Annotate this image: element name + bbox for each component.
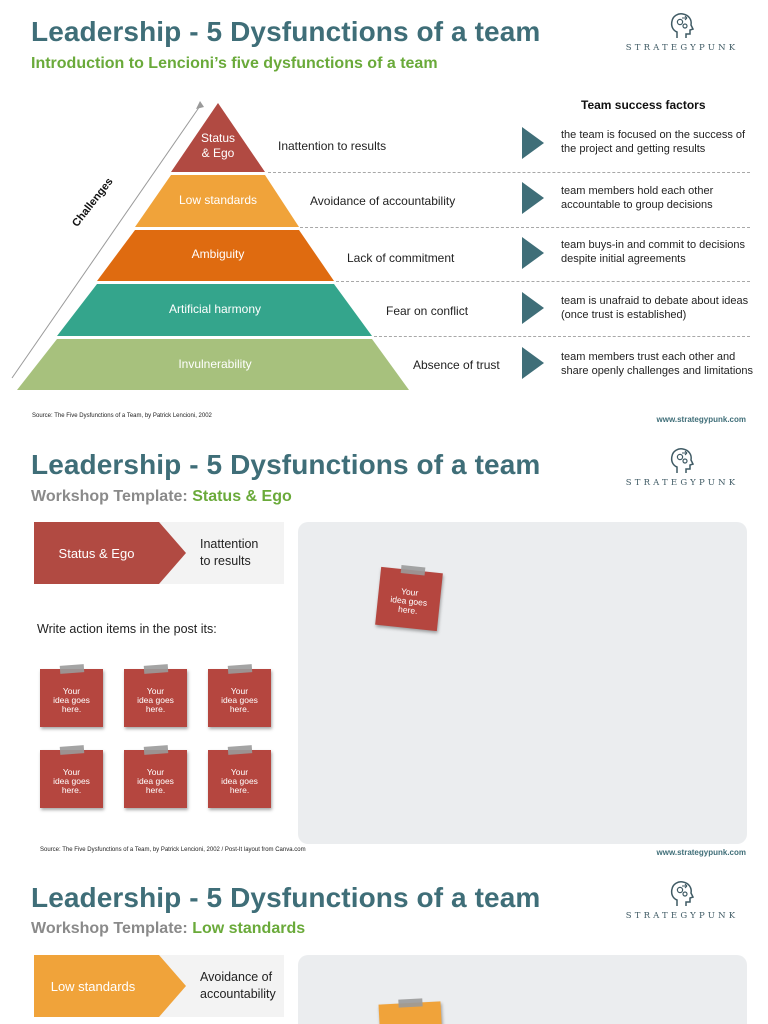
slide-subtitle: Introduction to Lencioni’s five dysfunct…: [31, 55, 438, 72]
slide-title: Leadership - 5 Dysfunctions of a team: [31, 449, 541, 480]
row-separator: [336, 281, 750, 282]
dysfunction-label: Fear on conflict: [386, 304, 469, 318]
postit-note[interactable]: [378, 998, 444, 1024]
right-triangle-arrow-icon: [522, 292, 544, 324]
website-link[interactable]: www.strategypunk.com: [656, 415, 747, 424]
slide-subtitle: Workshop Template: Low standards: [31, 920, 305, 938]
postit-note[interactable]: Your idea goes here.: [124, 745, 187, 808]
stage-name: Low standards: [50, 978, 136, 994]
postit-text: Your idea goes here.: [53, 767, 90, 795]
tape: [398, 998, 423, 1008]
postit-text: Your idea goes here.: [137, 767, 174, 795]
right-triangle-arrow-icon: [522, 237, 544, 269]
instruction-text: Write action items in the post its:: [37, 622, 217, 636]
postit-text: Your idea goes here.: [221, 767, 258, 795]
source-note: Source: The Five Dysfunctions of a Team,…: [40, 847, 306, 853]
strategypunk-logo: STRATEGYPUNK: [624, 880, 740, 921]
stage-dysfunction: Inattention to results: [200, 537, 259, 568]
website-link[interactable]: www.strategypunk.com: [656, 848, 747, 857]
slide-title: Leadership - 5 Dysfunctions of a team: [31, 882, 541, 913]
row-separator: [374, 336, 750, 337]
tape: [143, 745, 169, 755]
pyramid-level-ambiguity: [97, 230, 334, 281]
postit-note[interactable]: Your idea goes here.: [208, 664, 271, 727]
logo-wordmark: STRATEGYPUNK: [625, 911, 739, 921]
postit-text: Your idea goes here.: [221, 686, 258, 714]
right-triangle-arrow-icon: [522, 347, 544, 379]
strategypunk-logo: STRATEGYPUNK: [624, 12, 740, 53]
tape: [59, 664, 85, 674]
postit-note[interactable]: Your idea goes here.: [124, 664, 187, 727]
stage-card: Status & Ego Inattention to results: [34, 522, 284, 584]
challenges-axis-arrowhead: [196, 101, 204, 109]
subtitle-highlight: Status & Ego: [192, 488, 292, 505]
postit-note[interactable]: Your idea goes here.: [40, 745, 103, 808]
slide-title: Leadership - 5 Dysfunctions of a team: [31, 16, 541, 47]
challenges-axis-line: [11, 105, 201, 379]
success-factor-text: team members trust each other and share …: [561, 351, 754, 377]
dysfunction-label: Avoidance of accountability: [310, 194, 456, 208]
pyramid-level-invulnerability: [17, 339, 409, 390]
source-note: Source: The Five Dysfunctions of a Team,…: [32, 413, 212, 419]
stage-chevron: [34, 522, 186, 584]
subtitle-highlight: Low standards: [192, 920, 306, 937]
postit-text: Your idea goes here.: [137, 686, 174, 714]
level-cause-label: Status & Ego: [200, 131, 236, 160]
postit-note[interactable]: Your idea goes here.: [375, 565, 443, 632]
pyramid-chart: [11, 101, 409, 390]
dysfunction-label: Lack of commitment: [347, 251, 455, 265]
subtitle-prefix: Workshop Template:: [31, 488, 193, 505]
pyramid-level-artificial-harmony: [57, 284, 372, 336]
idea-board[interactable]: [298, 955, 747, 1024]
tape: [227, 664, 253, 674]
stage-card: Low standards Avoidance of accountabilit…: [34, 955, 284, 1017]
pyramid-level-low-standards: [135, 175, 299, 227]
level-cause-label: Artificial harmony: [168, 302, 262, 316]
success-factor-text: team is unafraid to debate about ideas (…: [561, 295, 749, 321]
idea-board[interactable]: Your idea goes here.: [298, 522, 747, 844]
level-cause-label: Low standards: [178, 193, 258, 207]
success-factors-heading: Team success factors: [581, 98, 706, 112]
postit-note[interactable]: Your idea goes here.: [40, 664, 103, 727]
slide-workshop-low-standards: Leadership - 5 Dysfunctions of a team Wo…: [0, 866, 768, 1024]
success-factor-text: team members hold each other accountable…: [561, 185, 714, 211]
stage-chevron: [34, 955, 186, 1017]
dysfunction-label: Inattention to results: [278, 139, 387, 153]
success-factor-text: team buys-in and commit to decisions des…: [561, 239, 746, 265]
postit-text: Your idea goes here.: [389, 586, 428, 616]
head-gears-logo-icon: [670, 13, 695, 38]
head-gears-logo-icon: [670, 881, 695, 906]
subtitle-prefix: Workshop Template:: [31, 920, 193, 937]
slide-workshop-status-ego: Leadership - 5 Dysfunctions of a team Wo…: [0, 433, 768, 865]
slide-overview: Leadership - 5 Dysfunctions of a team In…: [0, 0, 768, 432]
tape: [400, 565, 426, 576]
strategypunk-logo: STRATEGYPUNK: [624, 447, 740, 488]
postit-note[interactable]: Your idea goes here.: [208, 745, 271, 808]
tape: [59, 745, 85, 755]
postit-text: Your idea goes here.: [53, 686, 90, 714]
head-gears-logo-icon: [670, 448, 695, 473]
logo-wordmark: STRATEGYPUNK: [625, 43, 739, 53]
level-cause-label: Invulnerability: [178, 357, 252, 371]
tape: [143, 664, 169, 674]
row-separator: [268, 172, 750, 173]
logo-wordmark: STRATEGYPUNK: [625, 478, 739, 488]
stage-name: Status & Ego: [58, 545, 135, 561]
right-triangle-arrow-icon: [522, 127, 544, 159]
right-triangle-arrow-icon: [522, 182, 544, 214]
level-cause-label: Ambiguity: [191, 247, 245, 261]
dysfunction-label: Absence of trust: [413, 358, 500, 372]
success-factor-text: the team is focused on the success of th…: [561, 129, 746, 155]
row-separator: [300, 227, 750, 228]
slide-subtitle: Workshop Template: Status & Ego: [31, 488, 292, 506]
tape: [227, 745, 253, 755]
stage-dysfunction: Avoidance of accountability: [200, 970, 276, 1001]
pyramid-level-status-ego: [171, 103, 265, 172]
